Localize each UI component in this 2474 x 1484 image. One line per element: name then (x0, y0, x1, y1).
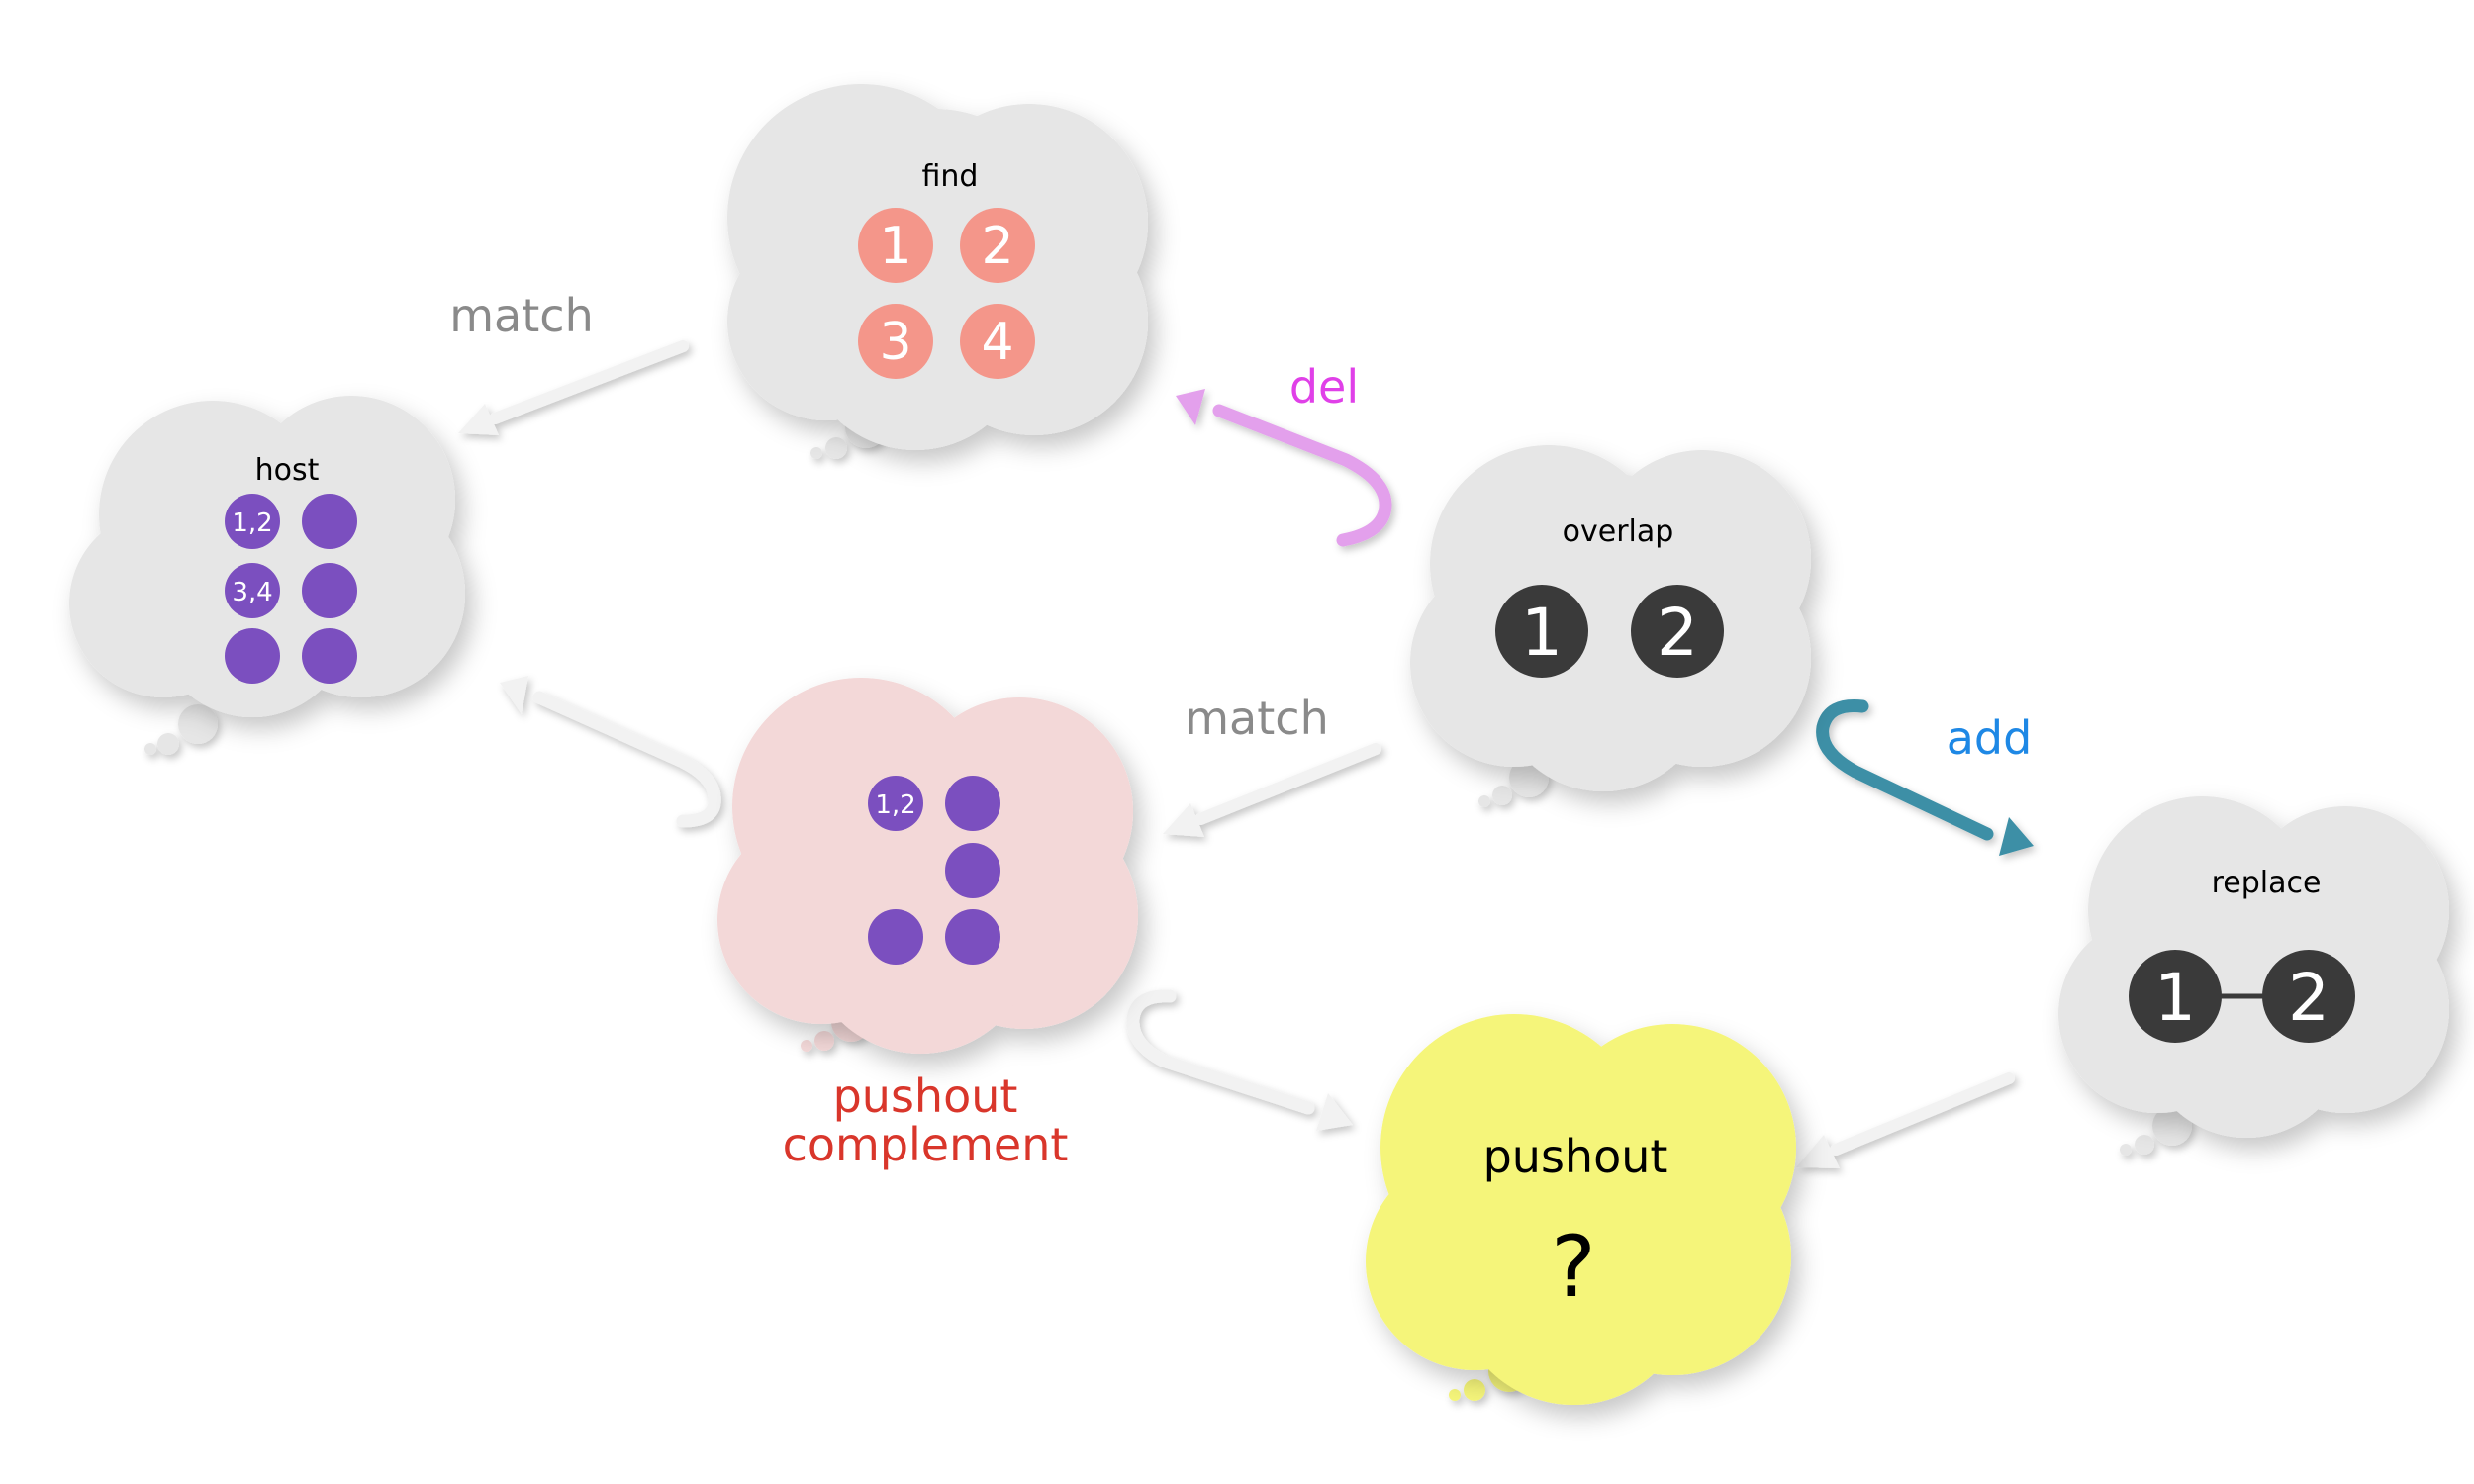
node-label: 1 (1521, 595, 1563, 671)
thought-dot (2135, 1135, 2154, 1155)
graph-node (225, 494, 280, 549)
arrow-complement-to-pushout (1126, 989, 1353, 1131)
arrow-complement-to-host (500, 676, 721, 828)
arrow-match-overlap-to-complement (1163, 743, 1381, 837)
replace-graph: 1 2 (2129, 950, 2355, 1043)
label-pushout-complement-line1: pushout (833, 1069, 1018, 1123)
label-add: add (1947, 711, 2033, 765)
thought-dot (1478, 795, 1490, 807)
cloud-title: find (922, 159, 979, 194)
node-label: 1 (879, 217, 911, 276)
thought-dot (810, 447, 822, 459)
graph-node (960, 208, 1035, 283)
node-label: 2 (981, 217, 1013, 276)
thought-dot (1464, 1379, 1485, 1401)
cloud-replace: replace 1 2 (2058, 796, 2449, 1156)
thought-dot (178, 704, 218, 744)
graph-node (960, 304, 1035, 379)
cloud-title: pushout (1483, 1130, 1668, 1183)
arrow-hook-shaft (1126, 989, 1315, 1115)
node-label: 2 (1657, 595, 1698, 671)
cloud-pushout: pushout ? (1366, 1014, 1796, 1405)
graph-node (2262, 950, 2355, 1043)
graph-node (945, 843, 1000, 898)
thought-dot (801, 1040, 812, 1052)
node-label: 1 (2154, 960, 2196, 1036)
arrowhead (1176, 389, 1205, 425)
arrow-shaft (489, 340, 689, 424)
node-label: 3 (879, 313, 911, 372)
node-label: 4 (981, 313, 1013, 372)
thought-bubble-trail (144, 704, 218, 755)
arrow-shaft (1830, 1072, 2015, 1156)
graph-node (858, 304, 933, 379)
graph-node (302, 494, 357, 549)
cloud-shape (69, 396, 465, 717)
graph-node (945, 909, 1000, 965)
node-label: 1,2 (875, 790, 915, 820)
graph-node (858, 208, 933, 283)
complement-nodes: 1,2 (868, 776, 1000, 965)
arrow-add-overlap-to-replace (1816, 698, 2034, 856)
arrow-hook-shaft (1816, 698, 1994, 841)
cloud-shape (1366, 1014, 1796, 1405)
cloud-host: host 1,2 3,4 (69, 396, 465, 755)
thought-dot (825, 437, 847, 459)
graph-node (1495, 585, 1588, 678)
graph-node (225, 563, 280, 618)
cloud-pushout-complement: 1,2 (717, 678, 1138, 1054)
arrowhead (500, 676, 528, 714)
cloud-shape (717, 678, 1138, 1054)
cloud-title: replace (2212, 866, 2322, 900)
label-del: del (1289, 360, 1359, 414)
arrow-hook-shaft (1212, 404, 1392, 547)
graph-node (302, 563, 357, 618)
arrowhead (1796, 1135, 1840, 1168)
thought-dot (1492, 786, 1512, 805)
node-label: 1,2 (232, 509, 272, 538)
find-nodes: 1 2 3 4 (858, 208, 1035, 379)
thought-dot (2152, 1106, 2192, 1146)
node-label: 3,4 (232, 578, 272, 607)
graph-node (1631, 585, 1724, 678)
graph-node (302, 628, 357, 684)
arrow-shaft (1194, 743, 1381, 825)
arrowhead (1316, 1093, 1353, 1131)
graph-node (868, 776, 923, 831)
cloud-title: host (255, 453, 320, 488)
arrow-replace-to-pushout (1796, 1072, 2015, 1168)
cloud-find: find 1 2 3 4 (727, 84, 1148, 459)
cloud-shape (2058, 796, 2449, 1138)
thought-dot (144, 743, 156, 755)
cloud-shape (1410, 445, 1811, 791)
thought-bubble-trail (2120, 1106, 2192, 1156)
thought-dot (814, 1031, 834, 1051)
graph-node (868, 909, 923, 965)
arrowhead (1163, 803, 1204, 837)
label-match-top: match (449, 289, 593, 342)
arrow-hook-shaft (532, 691, 721, 828)
graph-node (945, 776, 1000, 831)
graph-node (225, 628, 280, 684)
thought-dot (1449, 1389, 1461, 1401)
cloud-overlap: overlap 1 2 (1410, 445, 1811, 807)
arrowhead (1999, 817, 2034, 856)
node-label: 2 (2288, 960, 2330, 1036)
cloud-title: overlap (1563, 514, 1674, 549)
thought-dot (157, 733, 179, 755)
pushout-unknown: ? (1551, 1218, 1596, 1317)
arrow-del-overlap-to-find (1176, 389, 1392, 547)
host-nodes: 1,2 3,4 (225, 494, 357, 684)
arrowhead (458, 404, 499, 435)
overlap-nodes: 1 2 (1495, 585, 1724, 678)
arrow-match-find-to-host (458, 340, 689, 435)
label-match-mid: match (1185, 692, 1328, 745)
graph-node (2129, 950, 2222, 1043)
cloud-shape (727, 84, 1148, 450)
label-pushout-complement-line2: complement (783, 1118, 1069, 1171)
thought-dot (2120, 1144, 2132, 1156)
